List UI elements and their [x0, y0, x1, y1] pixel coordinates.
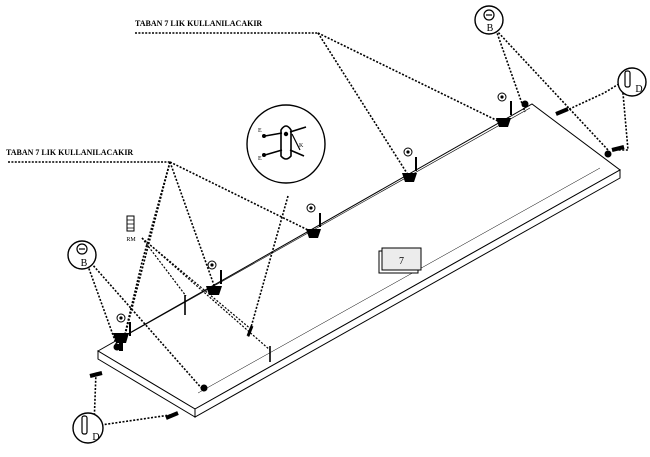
caption-top: TABAN 7 LIK KULLANILACAKIR	[135, 19, 318, 34]
corner-cam-lock-icon	[113, 100, 612, 392]
screw-icon	[129, 101, 512, 362]
caption-top-text: TABAN 7 LIK KULLANILACAKIR	[135, 19, 262, 28]
hinge-marker-5	[496, 92, 511, 127]
dowel-icon	[89, 107, 625, 420]
panel-number-badge: 7	[378, 247, 422, 274]
dowel-icon	[81, 415, 88, 435]
hinge-marker-3	[306, 203, 321, 238]
part-rm: RM	[126, 215, 136, 243]
part-b-top-callout: B	[474, 5, 504, 35]
label-d-right: D	[635, 84, 642, 95]
part-b-left-callout: B	[67, 240, 97, 270]
label-b-left: B	[81, 258, 88, 269]
label-k: K	[299, 143, 304, 149]
cam-lock-icon	[483, 9, 495, 21]
label-e-lower: E	[258, 156, 262, 162]
hinge-marker-4	[402, 147, 417, 182]
panel-number: 7	[399, 256, 404, 267]
hinge-marker-2	[206, 260, 222, 295]
label-e-upper: E	[258, 128, 262, 134]
board-panel	[97, 103, 621, 418]
caption-left-text: TABAN 7 LIK KULLANILACAKIR	[6, 148, 133, 157]
part-d-bottom-callout: D	[72, 412, 104, 444]
hinge-icon	[280, 125, 301, 160]
caption-left: TABAN 7 LIK KULLANILACAKIR	[6, 148, 170, 163]
dowel-icon	[624, 70, 631, 88]
label-d-bottom: D	[92, 432, 99, 443]
label-rm: RM	[126, 237, 136, 243]
rm-connector-icon	[126, 215, 135, 232]
part-d-right-callout: D	[617, 67, 647, 97]
label-b-top: B	[487, 23, 494, 34]
hinge-marker-1	[113, 313, 129, 351]
screw-icon	[262, 126, 307, 157]
cam-lock-icon	[76, 243, 88, 255]
detail-zoom-callout: E E K	[246, 104, 326, 184]
